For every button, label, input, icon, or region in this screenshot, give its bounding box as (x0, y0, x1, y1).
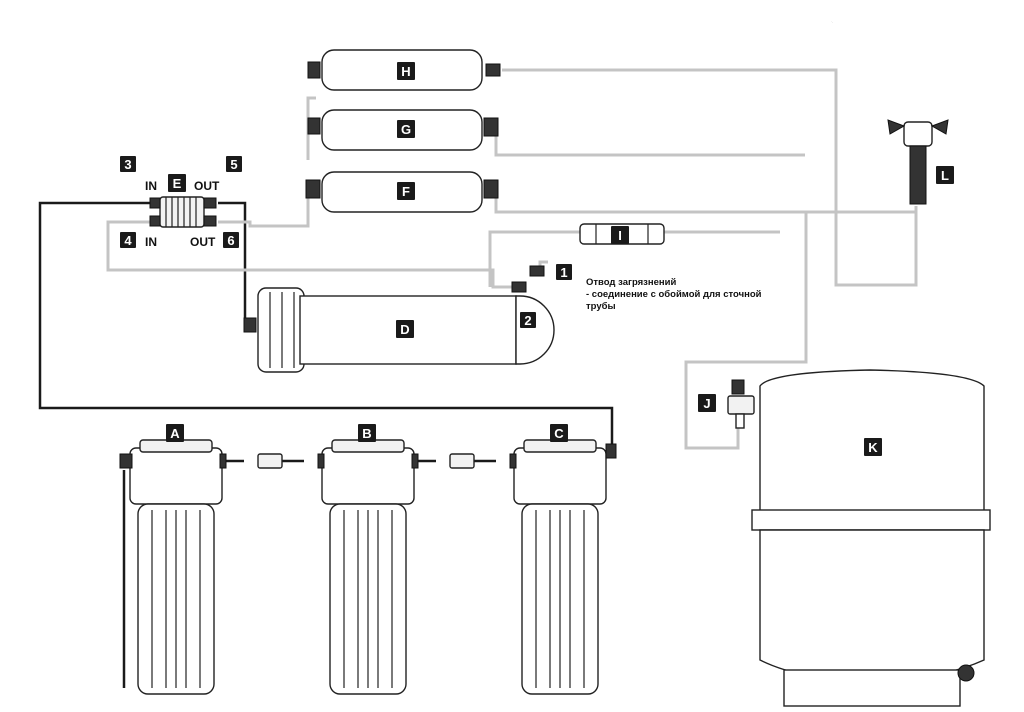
label-a: A (166, 424, 184, 442)
label-h: H (397, 62, 415, 80)
svg-text:3: 3 (124, 157, 131, 172)
label-i: I (611, 226, 629, 244)
label-e: E (168, 174, 186, 192)
port-label-1: 1 (556, 264, 572, 280)
port-label-4: 4 (120, 232, 136, 248)
faucet-l (830, 10, 949, 205)
drain-note-line-3: трубы (586, 301, 616, 312)
svg-text:H: H (401, 64, 410, 79)
svg-text:G: G (401, 122, 411, 137)
svg-text:I: I (618, 228, 622, 243)
svg-text:A: A (170, 426, 180, 441)
svg-text:B: B (362, 426, 371, 441)
svg-text:F: F (402, 184, 410, 199)
a-b-fitting (257, 453, 283, 469)
label-f: F (397, 182, 415, 200)
prefilter-b (317, 439, 419, 695)
svg-text:4: 4 (124, 233, 132, 248)
tank-valve-j (727, 379, 755, 429)
drain-restrictor-tube (106, 220, 520, 289)
svg-text:K: K (868, 440, 878, 455)
svg-text:2: 2 (524, 313, 531, 328)
svg-text:C: C (554, 426, 564, 441)
port-label-3: 3 (120, 156, 136, 172)
drain-note-line-1: Отвод загрязнений (586, 277, 676, 288)
svg-text:5: 5 (230, 157, 237, 172)
label-k: K (864, 438, 882, 456)
g-to-faucet-tube (494, 134, 805, 157)
label-l: L (936, 166, 954, 184)
b-c-fitting (449, 453, 475, 469)
svg-text:L: L (941, 168, 949, 183)
label-j: J (698, 394, 716, 412)
port-label-2: 2 (520, 312, 536, 328)
svg-text:1: 1 (560, 265, 567, 280)
label-g: G (397, 120, 415, 138)
storage-tank-k (751, 369, 991, 707)
prefilter-a (119, 439, 227, 695)
e-to-f-tube (218, 196, 310, 228)
in-bottom-label: IN (145, 235, 157, 249)
f-to-tank-tube (494, 196, 808, 450)
svg-text:6: 6 (227, 233, 234, 248)
drain-note-line-2: - соединение с обоймой для сточной (586, 289, 762, 300)
drain-tube (488, 230, 780, 287)
port-label-5: 5 (226, 156, 242, 172)
svg-text:D: D (400, 322, 409, 337)
label-b: B (358, 424, 376, 442)
prefilter-c (509, 439, 617, 695)
membrane-feed-tube (218, 201, 247, 322)
label-d: D (396, 320, 414, 338)
auto-shutoff-valve-e (149, 196, 217, 228)
feed-tube (38, 201, 614, 446)
port-label-6: 6 (223, 232, 239, 248)
label-c: C (550, 424, 568, 442)
h-to-faucet-tube (502, 68, 918, 287)
out-top-label: OUT (194, 179, 220, 193)
in-top-label: IN (145, 179, 157, 193)
membrane-housing-d (243, 265, 555, 373)
svg-text:J: J (703, 396, 710, 411)
out-bottom-label: OUT (190, 235, 216, 249)
svg-text:E: E (173, 176, 182, 191)
